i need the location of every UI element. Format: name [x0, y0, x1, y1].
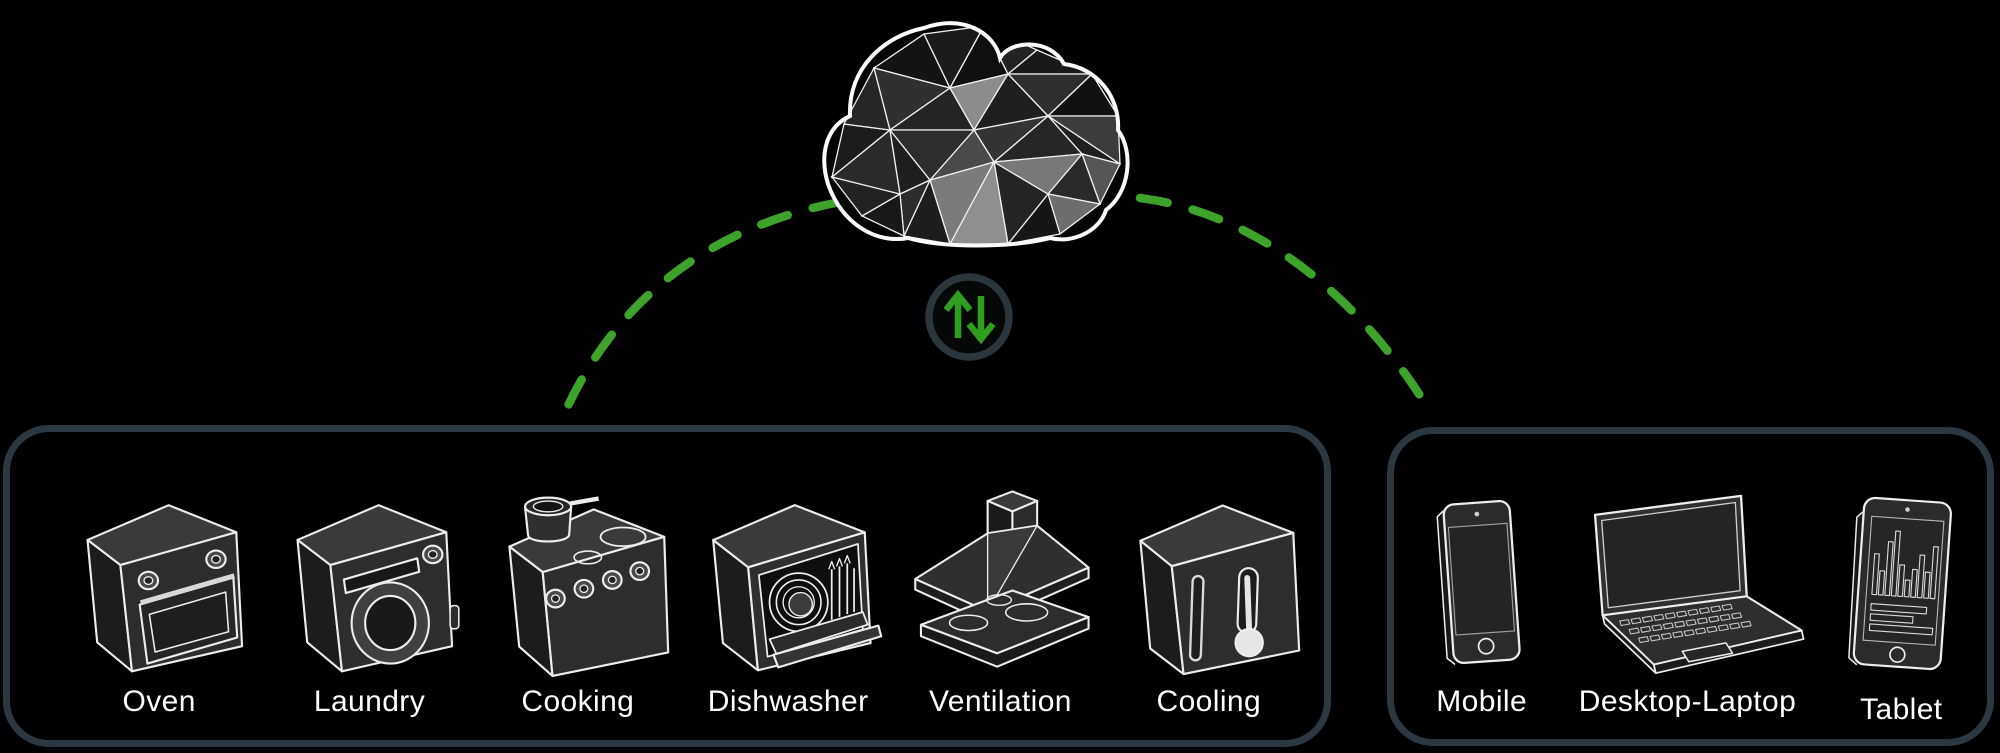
oven-icon [59, 482, 259, 680]
appliance-label: Oven [122, 685, 196, 718]
cloud-mesh [830, 24, 1121, 246]
appliance-label: Cooling [1156, 685, 1262, 718]
cloud-icon [822, 21, 1130, 248]
device-mobile: Mobile [1420, 482, 1543, 719]
desktop-laptop-icon [1559, 482, 1815, 680]
tablet-icon [1832, 482, 1971, 680]
appliance-label: Laundry [313, 685, 426, 718]
appliance-dishwasher: Dishwasher [686, 482, 890, 719]
laundry-icon [269, 482, 469, 680]
appliance-label: Ventilation [929, 685, 1072, 718]
appliance-ventilation: Ventilation [900, 482, 1100, 719]
appliances-panel: Oven Laundry [3, 425, 1331, 747]
cloud-outline [822, 21, 1130, 248]
sync-ring [925, 273, 1013, 361]
tablet-chart [1868, 530, 1939, 636]
appliance-oven: Oven [59, 482, 259, 719]
dishwasher-icon [686, 482, 890, 680]
cooking-icon [480, 482, 676, 680]
device-tablet: Tablet [1832, 482, 1971, 727]
connection-arc-left [561, 197, 845, 415]
device-desktop-laptop: Desktop-Laptop [1559, 482, 1815, 719]
sync-arrows-icon [925, 273, 1013, 361]
appliance-laundry: Laundry [269, 482, 469, 719]
device-label: Mobile [1436, 685, 1528, 718]
appliance-label: Cooking [521, 685, 635, 718]
appliance-label: Dishwasher [707, 685, 869, 718]
cooling-icon [1111, 482, 1307, 680]
appliance-cooling: Cooling [1111, 482, 1307, 719]
device-label: Desktop-Laptop [1578, 685, 1797, 718]
appliance-cooking: Cooking [480, 482, 676, 719]
devices-panel: Mobile Desktop-Laptop [1387, 427, 1994, 746]
mobile-icon [1420, 482, 1543, 680]
ventilation-icon [900, 482, 1100, 680]
up-down-arrows [943, 289, 996, 345]
device-label: Tablet [1860, 693, 1943, 726]
connection-arc-right [1135, 193, 1433, 413]
